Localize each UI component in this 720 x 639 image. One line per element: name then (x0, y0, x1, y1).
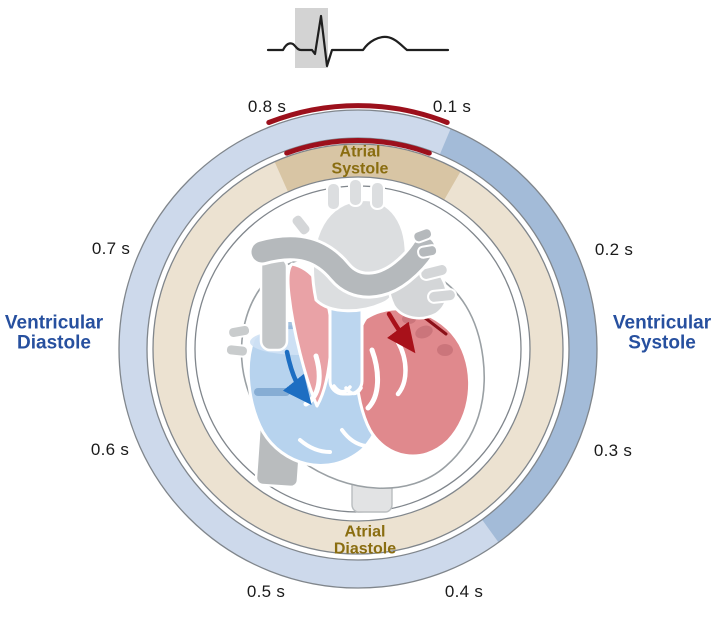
ring-outline (146, 137, 570, 561)
superior-vena-cava (259, 256, 289, 352)
atrial-diastole-label-line1: Atrial (344, 523, 386, 541)
blood-flow-arrow-right-heart (282, 349, 312, 406)
time-label-0-4s: 0.4 s (444, 582, 484, 601)
ring-outline (185, 176, 531, 522)
pectinate-muscle-line (254, 388, 290, 396)
pulmonary-vein-opening (415, 325, 433, 339)
ventricular-systole-label-line2: Systole (628, 332, 696, 353)
ring-outline (152, 143, 564, 555)
time-label-0-3s: 0.3 s (593, 441, 633, 460)
pulmonary-artery-branch (412, 227, 434, 244)
pulmonary-vein-stub (427, 288, 457, 304)
atrial-systole-duration-arc-outer (266, 103, 450, 125)
atrial-systole-duration-arc-inner (284, 138, 432, 156)
ventricular-diastole-label: Ventricular Diastole (5, 313, 103, 353)
pulmonary-vein-stub (224, 343, 249, 358)
pulmonary-artery-branch (417, 244, 439, 259)
pulmonary-artery (251, 237, 435, 296)
atrial-systole-ring-segment (274, 144, 461, 201)
ventricular-diastole-label-line1: Ventricular (4, 312, 104, 334)
time-label-0-8s: 0.8 s (247, 97, 287, 116)
ventricular-systole-label-line1: Ventricular (612, 312, 712, 334)
atrial-systole-label: Atrial Systole (332, 144, 389, 177)
atrial-systole-label-line2: Systole (331, 160, 389, 177)
time-label-0-2s: 0.2 s (594, 240, 634, 259)
aorta-branch (348, 178, 363, 207)
pulmonary-vein-opening (437, 344, 453, 356)
aorta-branch (326, 182, 341, 211)
pulmonic-valve (332, 384, 363, 396)
time-label-0-7s: 0.7 s (91, 239, 131, 258)
atrial-systole-label-line1: Atrial (339, 143, 381, 161)
pulmonary-trunk (328, 296, 364, 396)
ecg-highlight-box (295, 8, 328, 68)
ring-outline (118, 109, 598, 589)
time-label-0-6s: 0.6 s (90, 440, 130, 459)
ventricular-systole-ring-segment (439, 128, 597, 543)
time-label-0-1s: 0.1 s (432, 97, 472, 116)
time-label-0-5s: 0.5 s (246, 582, 286, 601)
ecg-waveform-icon (266, 8, 450, 68)
atrial-diastole-label: Atrial Diastole (334, 524, 396, 557)
heart-cross-section-icon (224, 178, 486, 513)
ventricular-diastole-label-line2: Diastole (17, 332, 91, 353)
ventricular-systole-label: Ventricular Systole (613, 313, 711, 353)
aorta-branch (370, 181, 385, 210)
pulmonary-vein-stub (419, 263, 449, 281)
blood-flow-arrow-left-heart (386, 311, 416, 354)
pulmonary-vein-stub (227, 323, 252, 340)
vessel-stub (290, 213, 312, 237)
ecg-trace (266, 14, 450, 68)
atrial-diastole-label-line2: Diastole (333, 540, 397, 557)
